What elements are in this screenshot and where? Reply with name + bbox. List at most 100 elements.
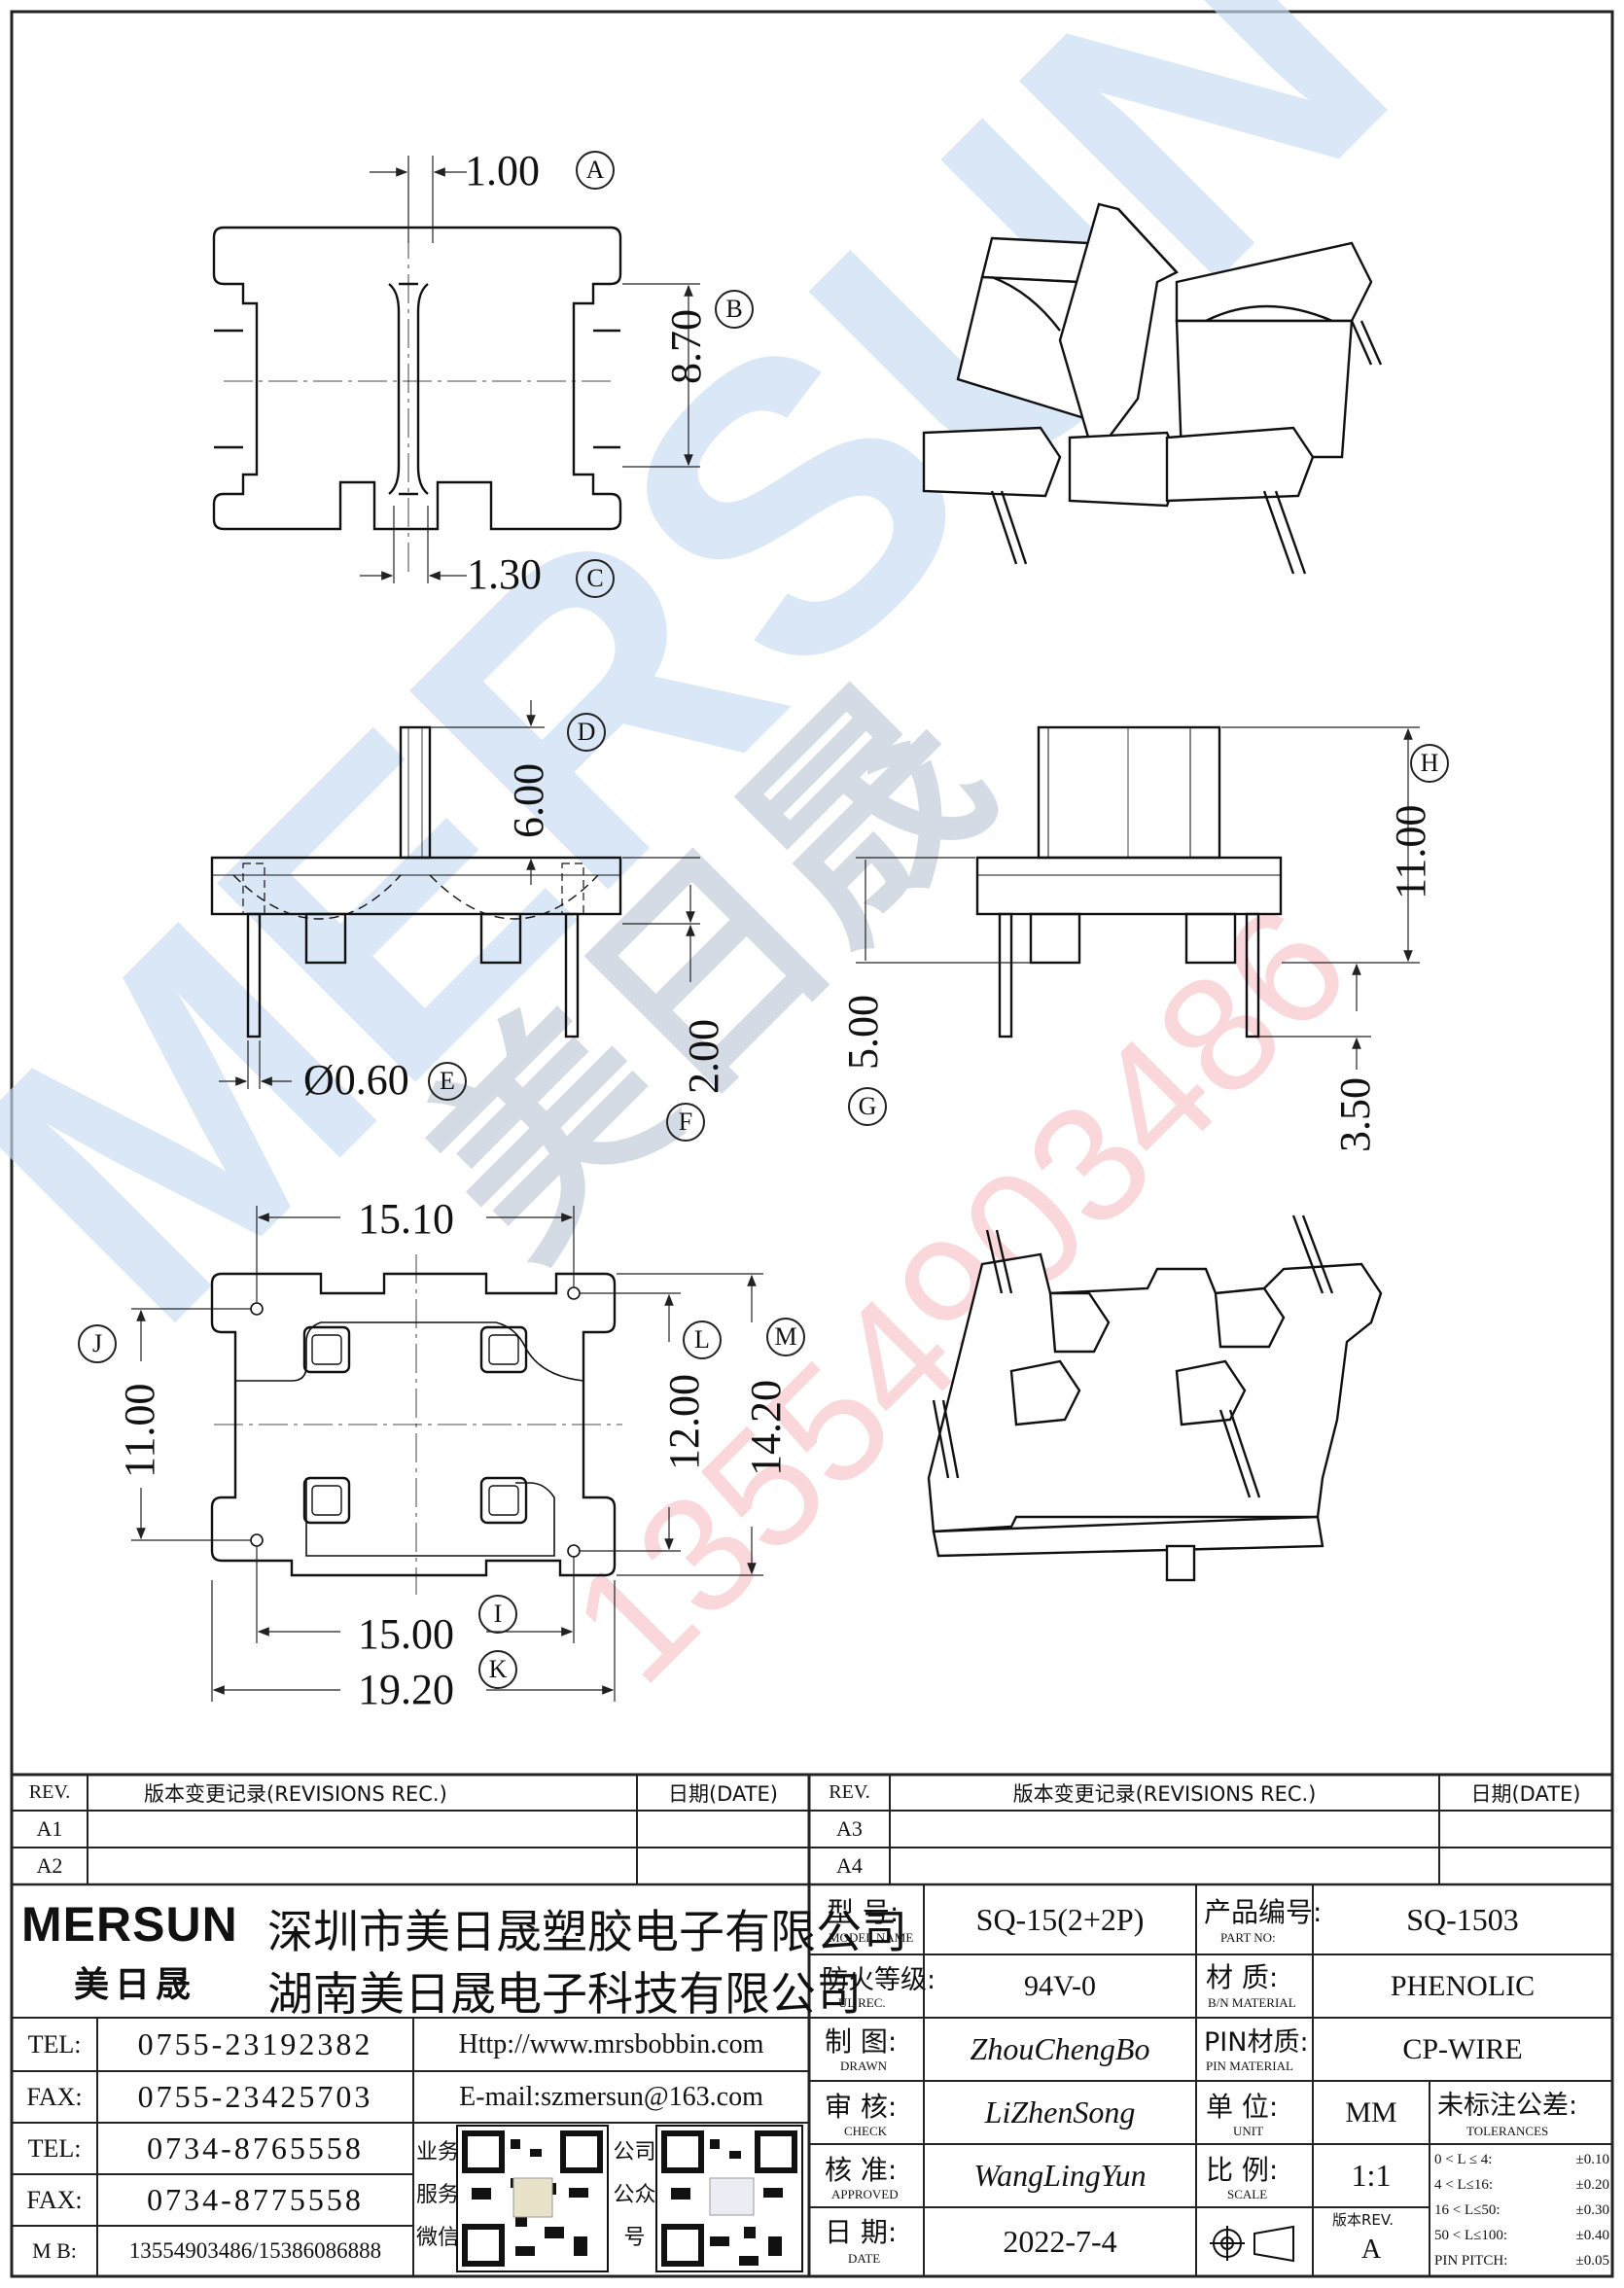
front-view-dims — [219, 700, 700, 1089]
dim-e-value: Ø0.60 — [303, 1056, 409, 1104]
spec-part-sub: PART NO: — [1220, 1930, 1276, 1945]
spec-check-sub: CHECK — [844, 2124, 888, 2138]
top-view — [212, 185, 622, 574]
spec-pin-value: CP-WIRE — [1402, 2032, 1523, 2065]
company-logo-cn: 美日晟 — [74, 1965, 197, 2005]
tolerance-range: PIN PITCH: — [1434, 2253, 1508, 2269]
qr-business-label-3: 微信 — [416, 2226, 460, 2250]
rev-right-row-a3: A3 — [836, 1816, 863, 1841]
dim-m-tag: M — [766, 1318, 805, 1356]
contact-value-tel-1: 0755-23192382 — [137, 2026, 373, 2061]
company-website-link[interactable]: Http://www.mrsbobbin.com — [458, 2028, 764, 2059]
spec-drawn-label: 制 图: — [825, 2025, 898, 2058]
rev-right-header-rev: REV. — [829, 1781, 870, 1803]
qr-official-label-2: 公众 — [613, 2183, 656, 2207]
watermark-brand: MERSUN — [0, 0, 1469, 1404]
spec-tolerance-sub: TOLERANCES — [1466, 2124, 1549, 2138]
bottom-view — [210, 1254, 622, 1595]
rev-left-row-a1: A1 — [36, 1816, 63, 1841]
tolerance-value: ±0.20 — [1575, 2177, 1609, 2193]
dim-j-tag: J — [78, 1324, 117, 1363]
contact-label-fax-2: FAX: — [26, 2185, 83, 2214]
dim-e-tag: E — [428, 1062, 467, 1101]
dim-i-tag: I — [478, 1595, 517, 1634]
qr-official-label: 公司 公众 号 — [613, 2131, 656, 2260]
spec-material-sub: B/N MATERIAL — [1208, 1995, 1296, 2010]
qr-business-label-1: 业务 — [416, 2140, 460, 2165]
spec-drawn-value: ZhouChengBo — [970, 2031, 1150, 2066]
qr-official-label-3: 号 — [623, 2226, 646, 2250]
spec-model-sub: MODEL NAME — [829, 1930, 914, 1945]
iso-view-bottom — [927, 1214, 1383, 1582]
spec-scale-label: 比 例: — [1206, 2154, 1279, 2186]
tolerance-row: PIN PITCH:±0.05 — [1434, 2248, 1609, 2273]
spec-approved-value: WangLingYun — [973, 2158, 1147, 2193]
dim-g-value: 5.00 — [839, 995, 887, 1070]
dim-k-tag: K — [478, 1650, 517, 1689]
tolerance-value: ±0.30 — [1575, 2202, 1609, 2218]
tolerance-range: 4 < L≤16: — [1434, 2177, 1494, 2193]
company-name-shenzhen: 深圳市美日晟塑胶电子有限公司 — [267, 1906, 907, 1959]
spec-approved-label: 核 准: — [825, 2154, 898, 2186]
dim-pin-value: 3.50 — [1331, 1077, 1379, 1152]
dim-f-tag: F — [666, 1103, 705, 1142]
dim-c-value: 1.30 — [467, 550, 542, 598]
spec-date-sub: DATE — [848, 2251, 881, 2266]
dim-l-value: 12.00 — [660, 1374, 708, 1470]
spec-scale-value: 1:1 — [1351, 2158, 1392, 2193]
top-view-slot-left — [388, 283, 401, 495]
dim-g-tag: G — [848, 1087, 887, 1126]
dim-a-value: 1.00 — [465, 147, 540, 194]
tolerance-range: 16 < L≤50: — [1434, 2202, 1500, 2218]
spec-material-value: PHENOLIC — [1390, 1969, 1536, 2002]
tolerance-value: ±0.40 — [1575, 2228, 1609, 2243]
iso-view-top — [922, 202, 1383, 575]
spec-tolerance-label: 未标注公差: — [1437, 2091, 1578, 2121]
contact-label-fax-1: FAX: — [26, 2082, 83, 2111]
rev-left-header-rev: REV. — [28, 1781, 71, 1803]
projection-symbol-icon — [1210, 2225, 1294, 2263]
rev-right-row-a4: A4 — [836, 1853, 863, 1878]
rev-left-row-a2: A2 — [36, 1853, 63, 1878]
dim-l-tag: L — [683, 1320, 722, 1359]
dim-c-tag: C — [576, 559, 615, 598]
side-view-dims — [856, 726, 1420, 1070]
spec-rev-value: A — [1361, 2235, 1382, 2265]
spec-ul-label: 防火等级: — [822, 1965, 936, 1995]
qr-business-label: 业务 服务 微信 — [416, 2131, 459, 2260]
dim-b-value: 8.70 — [662, 309, 710, 384]
dim-d-value: 6.00 — [505, 763, 552, 838]
spec-drawn-sub: DRAWN — [840, 2059, 888, 2073]
tolerance-range: 0 < L ≤ 4: — [1434, 2152, 1493, 2167]
company-logo: MERSUN — [21, 1897, 238, 1952]
rev-left-header-rec: 版本变更记录(REVISIONS REC.) — [144, 1781, 447, 1806]
spec-ul-sub: UL REC. — [838, 1995, 886, 2010]
dim-d-tag: D — [567, 713, 606, 752]
dim-i-value: 15.00 — [358, 1610, 454, 1658]
spec-material-label: 材 质: — [1206, 1961, 1279, 1993]
dim-top-width-value: 15.10 — [358, 1195, 454, 1243]
spec-ul-value: 94V-0 — [1024, 1969, 1096, 2002]
dim-b-tag: B — [715, 290, 754, 329]
side-view — [975, 725, 1283, 1038]
spec-model-label: 型 号: — [827, 1896, 900, 1928]
tolerance-range: 50 < L≤100: — [1434, 2228, 1508, 2243]
spec-part-value: SQ-1503 — [1406, 1901, 1519, 1937]
tolerance-row: 4 < L≤16: ±0.20 — [1434, 2172, 1609, 2198]
sheet-border — [10, 10, 1614, 2278]
top-view-slot-right — [416, 283, 429, 495]
top-view-dims — [360, 156, 700, 583]
spec-date-label: 日 期: — [825, 2216, 898, 2248]
tolerance-row: 50 < L≤100: ±0.40 — [1434, 2223, 1609, 2248]
spec-model-value: SQ-15(2+2P) — [975, 1901, 1145, 1937]
dim-k-value: 19.20 — [358, 1666, 454, 1713]
qr-business-label-2: 服务 — [416, 2183, 460, 2207]
rev-right-header-rec: 版本变更记录(REVISIONS REC.) — [1012, 1781, 1317, 1806]
company-email-link[interactable]: E-mail:szmersun@163.com — [459, 2081, 763, 2112]
rev-right-header-date: 日期(DATE) — [1470, 1781, 1581, 1806]
spec-check-label: 审 核: — [825, 2091, 898, 2123]
spec-part-label: 产品编号: — [1204, 1896, 1323, 1928]
spec-unit-sub: UNIT — [1233, 2124, 1264, 2138]
tolerance-row: 16 < L≤50: ±0.30 — [1434, 2198, 1609, 2223]
top-view-outline — [212, 226, 622, 531]
